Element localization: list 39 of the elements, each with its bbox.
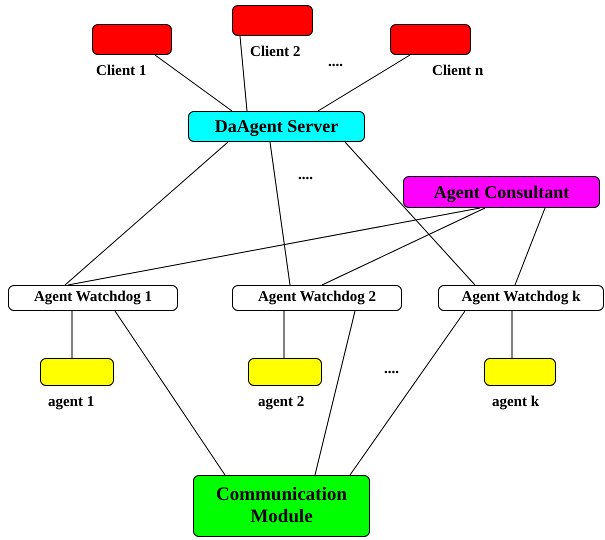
module-box xyxy=(193,475,370,537)
connector-line xyxy=(514,208,546,286)
ellipsis-text: .... xyxy=(384,361,399,378)
empty-box xyxy=(390,24,471,55)
empty-box xyxy=(40,358,114,386)
connector-line xyxy=(318,54,410,112)
node-label: DaAgent Server xyxy=(214,116,338,137)
node-caption: Client 1 xyxy=(96,63,146,80)
node-label: Agent Watchdog k xyxy=(462,289,580,307)
empty-box xyxy=(248,358,322,386)
consultant-box xyxy=(403,176,600,208)
connector-line xyxy=(154,54,232,112)
connector-line xyxy=(68,208,480,286)
node-caption: agent 1 xyxy=(48,394,94,411)
server-box xyxy=(188,111,365,142)
watchdog-box xyxy=(232,285,402,311)
connector-line xyxy=(322,208,486,286)
node-label: Agent Watchdog 1 xyxy=(34,289,152,307)
empty-box xyxy=(92,24,172,55)
watchdog-box xyxy=(438,285,604,311)
connector-line xyxy=(64,142,228,286)
watchdog-box xyxy=(8,285,178,311)
connector-line xyxy=(314,310,356,476)
empty-box xyxy=(484,358,556,386)
empty-box xyxy=(232,5,313,36)
connector-line xyxy=(240,36,248,112)
node-label: Agent Consultant xyxy=(434,182,570,202)
node-caption: Client 2 xyxy=(250,44,300,61)
connector-line xyxy=(270,142,290,286)
connector-line xyxy=(114,310,226,476)
connector-line xyxy=(344,142,476,286)
node-caption: agent 2 xyxy=(258,394,304,411)
node-caption: Client n xyxy=(432,63,484,80)
node-label: Communication Module xyxy=(215,484,348,528)
ellipsis-text: .... xyxy=(298,167,313,184)
ellipsis-text: .... xyxy=(328,54,343,71)
node-label: Agent Watchdog 2 xyxy=(258,289,376,307)
node-caption: agent k xyxy=(492,394,540,411)
connector-line xyxy=(350,310,466,476)
